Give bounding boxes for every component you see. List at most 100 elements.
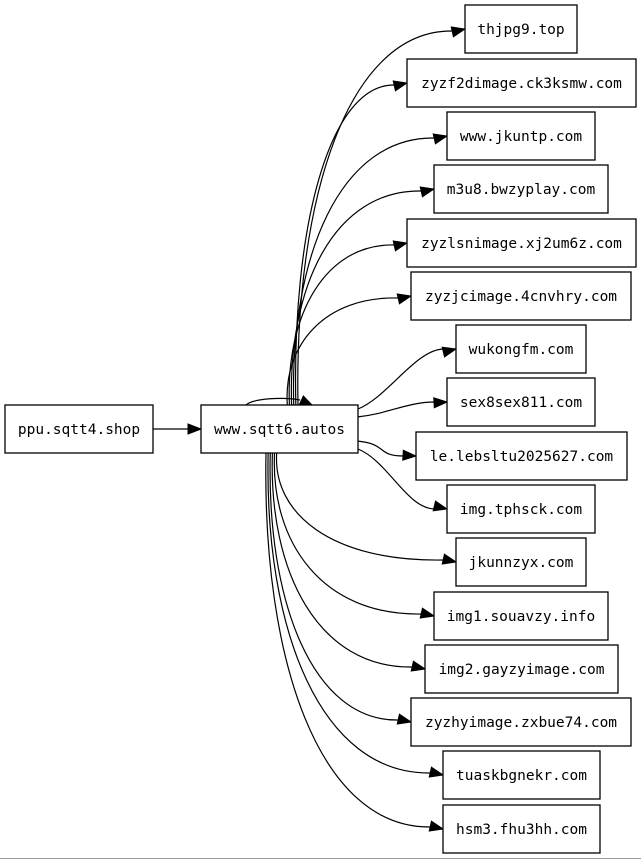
edge-line: [265, 452, 432, 828]
node-target-box: [410, 271, 632, 321]
edge-hub-to-target: [271, 452, 427, 672]
node-target: zyzjcimage.4cnvhry.com: [410, 271, 632, 321]
node-target-label: thjpg9.top: [477, 22, 564, 38]
edge-arrowhead: [432, 500, 449, 512]
edge-hub-to-target: [357, 346, 458, 410]
edge-line: [273, 452, 423, 615]
edge-arrowhead: [396, 293, 413, 305]
node-source-box: [4, 404, 154, 454]
node-source: ppu.sqtt4.shop: [4, 404, 154, 454]
edge-arrowhead: [441, 553, 458, 565]
edge-arrowhead: [419, 186, 436, 198]
node-target: zyzhyimage.zxbue74.com: [410, 697, 632, 747]
node-target-box: [446, 111, 596, 161]
edge-hub-to-target: [265, 452, 445, 832]
edge-line: [286, 297, 400, 406]
node-target-label: zyzhyimage.zxbue74.com: [425, 715, 617, 731]
node-target-box: [442, 804, 601, 854]
node-target-label: jkunnzyx.com: [469, 555, 574, 571]
edge-arrowhead: [432, 133, 449, 145]
node-target: sex8sex811.com: [446, 377, 596, 427]
node-hub-label: www.sqtt6.autos: [214, 422, 345, 438]
edge-line: [276, 452, 445, 561]
edge-hub-to-target: [286, 293, 413, 406]
edge-arrowhead: [450, 26, 467, 38]
edge-arrowhead: [392, 240, 409, 252]
edge-hub-to-target: [292, 133, 449, 406]
node-target-label: img2.gayzyimage.com: [439, 662, 605, 678]
edge-arrowhead: [392, 80, 409, 92]
node-target: img.tphsck.com: [446, 484, 596, 534]
node-target-box: [410, 697, 632, 747]
edge-hub-to-target: [290, 186, 436, 406]
edge-hub-to-target: [357, 448, 449, 512]
node-target-label: wukongfm.com: [469, 342, 574, 358]
node-target-box: [415, 431, 628, 481]
node-target-box: [406, 218, 637, 268]
edge-hub-to-target: [267, 452, 445, 778]
edge-line: [357, 440, 405, 457]
node-target: thjpg9.top: [464, 4, 578, 54]
edge-hub-to-target: [276, 452, 458, 565]
edge-arrowhead: [396, 713, 413, 725]
edge-hub-to-target: [357, 440, 418, 461]
node-target-label: zyzjcimage.4cnvhry.com: [425, 289, 617, 305]
node-target: m3u8.bwzyplay.com: [433, 164, 609, 214]
node-target: wukongfm.com: [455, 324, 587, 374]
node-target: img1.souavzy.info: [433, 591, 609, 641]
edge-line: [357, 401, 436, 418]
node-target-label: m3u8.bwzyplay.com: [447, 182, 596, 198]
node-target-box: [433, 591, 609, 641]
edge-arrowhead: [187, 423, 203, 435]
node-target: le.lebsltu2025627.com: [415, 431, 628, 481]
edge-hub-to-target: [294, 80, 409, 406]
edge-line: [294, 84, 396, 406]
node-target-box: [406, 58, 637, 108]
edge-line: [267, 452, 432, 774]
edge-line: [271, 452, 414, 668]
edge-hub-to-target: [288, 240, 409, 406]
node-target-box: [424, 644, 619, 694]
node-target: zyzlsnimage.xj2um6z.com: [406, 218, 637, 268]
node-source-label: ppu.sqtt4.shop: [18, 422, 140, 438]
node-target: tuaskbgnekr.com: [442, 750, 601, 800]
edge-hub-to-target: [269, 452, 413, 725]
edge-hub-to-target: [357, 397, 449, 418]
node-target-box: [446, 484, 596, 534]
edges-layer: [153, 26, 467, 832]
node-target: jkunnzyx.com: [455, 537, 587, 587]
edge-arrowhead: [428, 766, 445, 778]
node-target-box: [455, 537, 587, 587]
node-target-label: sex8sex811.com: [460, 395, 582, 411]
node-target: zyzf2dimage.ck3ksmw.com: [406, 58, 637, 108]
node-hub: www.sqtt6.autos: [200, 404, 359, 454]
node-target-box: [446, 377, 596, 427]
node-target-box: [464, 4, 578, 54]
node-target-label: zyzlsnimage.xj2um6z.com: [421, 236, 622, 252]
edge-arrowhead: [428, 820, 445, 832]
edge-arrowhead: [419, 607, 436, 619]
node-target: hsm3.fhu3hh.com: [442, 804, 601, 854]
edge-hub-to-target: [273, 452, 436, 619]
nodes-layer: ppu.sqtt4.shop www.sqtt6.autos thjpg9.top z…: [4, 4, 637, 854]
edge-line: [292, 137, 436, 406]
node-target-label: tuaskbgnekr.com: [456, 768, 587, 784]
node-hub-box: [200, 404, 359, 454]
edge-line: [357, 348, 445, 410]
edge-arrowhead: [402, 449, 418, 461]
edge-source-to-hub: [153, 423, 203, 435]
node-target-label: zyzf2dimage.ck3ksmw.com: [421, 76, 622, 92]
edge-arrowhead: [441, 346, 458, 358]
edge-line: [357, 448, 436, 510]
edge-line: [290, 190, 423, 406]
node-target-label: le.lebsltu2025627.com: [430, 449, 614, 465]
edge-arrowhead: [410, 660, 427, 672]
node-target-box: [455, 324, 587, 374]
node-target: www.jkuntp.com: [446, 111, 596, 161]
node-target-label: img1.souavzy.info: [447, 609, 595, 625]
node-target-label: img.tphsck.com: [460, 502, 582, 518]
edge-arrowhead: [433, 397, 449, 409]
node-target: img2.gayzyimage.com: [424, 644, 619, 694]
edge-line: [269, 452, 400, 721]
